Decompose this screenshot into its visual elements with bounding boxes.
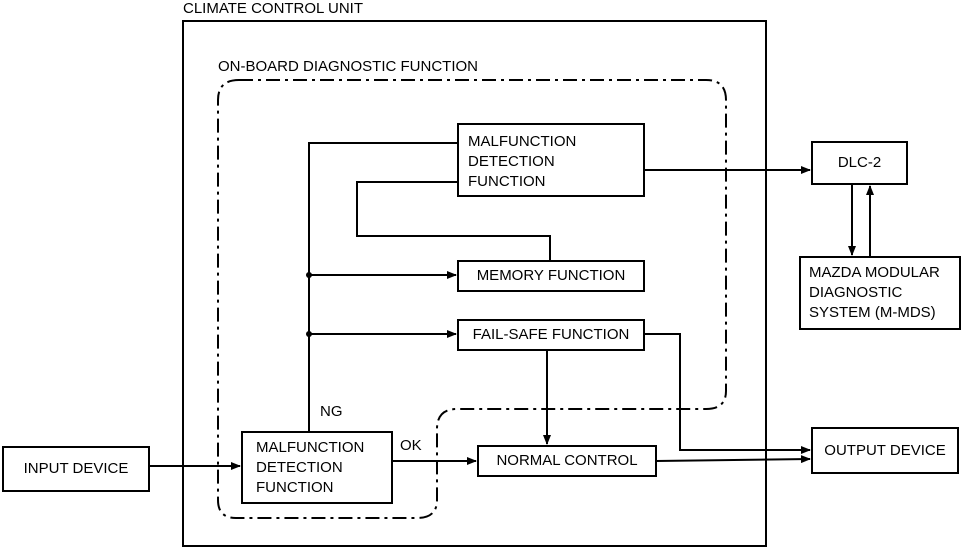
malfunction-bottom-line-1: MALFUNCTION [256, 438, 365, 456]
mds-line-2: DIAGNOSTIC [809, 284, 903, 301]
fail-safe-function-box [457, 319, 645, 351]
obd-title: ON-BOARD DIAGNOSTIC FUNCTION [218, 58, 479, 75]
malfunction-bottom-line-2: DETECTION [256, 458, 343, 476]
climate-control-unit-title: CLIMATE CONTROL UNIT [183, 0, 364, 17]
mds-label: MAZDA MODULAR DIAGNOSTIC SYSTEM (M-MDS) [800, 257, 960, 329]
fail-safe-function-label: FAIL-SAFE FUNCTION [472, 326, 630, 343]
malfunction-top-line-2: DETECTION [468, 153, 555, 170]
climate-control-unit-frame [182, 20, 767, 547]
junction-dot-fail-safe [306, 331, 312, 337]
input-device-box [2, 446, 150, 492]
malfunction-top-line-1: MALFUNCTION [468, 133, 577, 150]
malfunction-top-line-3: FUNCTION [468, 173, 546, 190]
memory-feed-line [356, 181, 551, 261]
normal-control-label: NORMAL CONTROL [496, 452, 638, 469]
dlc2-label: DLC-2 [837, 154, 882, 171]
ng-line [308, 142, 458, 432]
junction-dot-memory [306, 272, 312, 278]
output-device-label: OUTPUT DEVICE [824, 441, 946, 459]
malfunction-bottom-line-3: FUNCTION [256, 478, 334, 496]
mds-line-1: MAZDA MODULAR [809, 264, 940, 281]
fail-safe-to-output-arrow [644, 333, 811, 454]
memory-function-label: MEMORY FUNCTION [476, 267, 626, 284]
malfunction-detection-top-label: MALFUNCTION DETECTION FUNCTION [458, 124, 644, 196]
output-device-box [811, 427, 959, 474]
ng-label: NG [320, 403, 343, 420]
dlc2-box [811, 141, 908, 185]
input-device-label: INPUT DEVICE [23, 460, 129, 477]
malfunction-detection-bottom-box [241, 431, 393, 504]
mds-line-3: SYSTEM (M-MDS) [809, 304, 936, 321]
malfunction-detection-top-box [457, 123, 645, 197]
malfunction-detection-bottom-label: MALFUNCTION DETECTION FUNCTION [242, 432, 392, 503]
ok-label: OK [400, 437, 422, 454]
mds-box [799, 256, 961, 330]
obd-boundary [217, 79, 727, 519]
normal-to-output-arrow [655, 455, 811, 464]
